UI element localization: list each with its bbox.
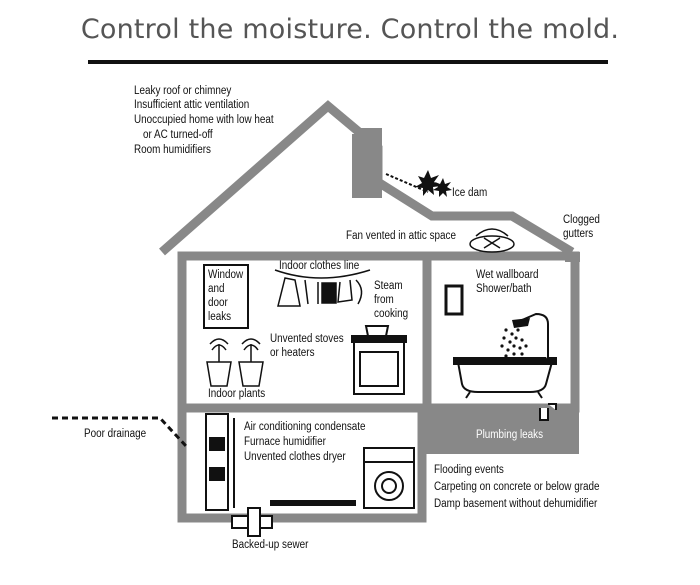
- page-title: Control the moisture. Control the mold.: [80, 14, 620, 45]
- carpet-strip: [270, 500, 356, 506]
- indoor-plants-label: Indoor plants: [208, 388, 266, 400]
- backed-up-sewer-label: Backed-up sewer: [232, 539, 309, 551]
- clothes-dryer-icon: [363, 447, 415, 509]
- basement-issue-2: Furnace humidifier: [244, 436, 326, 448]
- attic-issue-4: Room humidifiers: [134, 144, 211, 156]
- attic-issue-3: Unoccupied home with low heat: [134, 114, 274, 126]
- title-rule: [88, 60, 608, 64]
- attic-issue-3b: or AC turned-off: [143, 129, 213, 141]
- stove-icon: [351, 325, 407, 395]
- gutter: [565, 252, 580, 262]
- attic-fan-icon: [469, 228, 515, 253]
- flooding-issue-1: Flooding events: [434, 464, 504, 476]
- shower-spray-icon: [500, 318, 530, 358]
- fan-vented-label: Fan vented in attic space: [346, 230, 456, 242]
- wet-wallboard-label: Wet wallboard Shower/bath: [476, 269, 539, 295]
- furnace-icon: [205, 413, 235, 511]
- basement-walls: [177, 403, 427, 523]
- plumbing-leaks-label: Plumbing leaks: [476, 429, 544, 441]
- basement-issue-3: Unvented clothes dryer: [244, 451, 346, 463]
- plumbing-area: [422, 404, 579, 454]
- clothes-line-label: Indoor clothes line: [279, 260, 360, 272]
- basement-issue-1: Air conditioning condensate: [244, 421, 366, 433]
- attic-issue-1: Leaky roof or chimney: [134, 85, 232, 97]
- flooding-issue-2: Carpeting on concrete or below grade: [434, 481, 600, 493]
- ice-dam-icon: [385, 170, 452, 197]
- flooding-issue-3: Damp basement without dehumidifier: [434, 498, 598, 510]
- steam-label: Steam from cooking: [374, 280, 409, 320]
- bathtub-icon: [453, 312, 557, 399]
- poor-drainage-line: [52, 416, 188, 448]
- clothes-line-icon: [274, 269, 371, 307]
- bathroom-window: [444, 284, 464, 316]
- sewer-pipe-icon: [231, 507, 273, 537]
- chimney: [356, 128, 382, 198]
- poor-drainage-label: Poor drainage: [84, 428, 147, 440]
- window-door-label: Window and door leaks: [208, 269, 244, 323]
- clogged-gutters-label: Clogged gutters: [563, 214, 600, 240]
- window-door-frame: [203, 264, 249, 329]
- attic-issue-2: Insufficient attic ventilation: [134, 99, 250, 111]
- indoor-plants-icon: [206, 338, 264, 387]
- ice-dam-label: Ice dam: [452, 187, 488, 199]
- plumbing-pipe-icon: [539, 403, 557, 421]
- unvented-stoves-label: Unvented stoves or heaters: [270, 333, 344, 359]
